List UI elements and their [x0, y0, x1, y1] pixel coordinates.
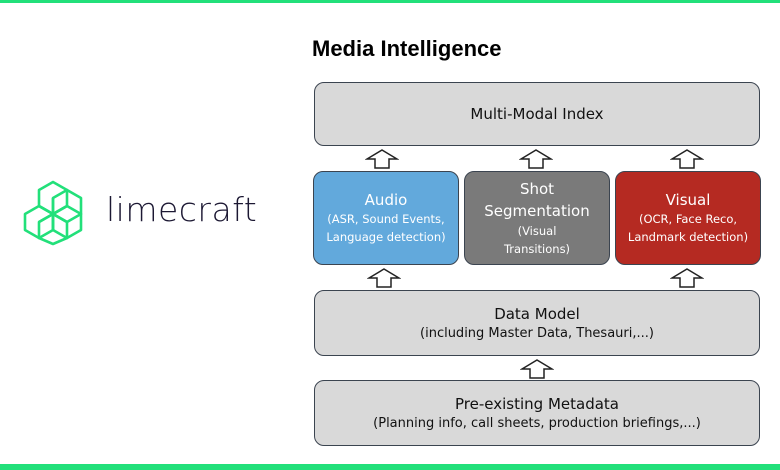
multi-modal-index-box: Multi-Modal Index [314, 82, 760, 146]
up-arrow-icon [367, 268, 401, 288]
audio-title: Audio [364, 191, 408, 209]
pre-existing-metadata-subtitle: (Planning info, call sheets, production … [373, 415, 701, 431]
hexagon-cube-logo-icon [23, 180, 83, 246]
audio-subtitle: (ASR, Sound Events, Language detection) [326, 212, 446, 244]
up-arrow-icon [520, 359, 554, 379]
audio-module-box: Audio (ASR, Sound Events, Language detec… [313, 171, 459, 265]
top-accent-bar [0, 0, 780, 3]
visual-module-box: Visual (OCR, Face Reco, Landmark detecti… [615, 171, 761, 265]
visual-subtitle: (OCR, Face Reco, Landmark detection) [627, 212, 749, 244]
up-arrow-icon [365, 149, 399, 169]
brand-name: limecraft [106, 190, 258, 229]
bottom-accent-bar [0, 464, 780, 470]
pre-existing-metadata-title: Pre-existing Metadata [455, 394, 619, 413]
diagram-title: Media Intelligence [312, 36, 502, 61]
shot-segmentation-subtitle: (Visual Transitions) [503, 224, 571, 256]
up-arrow-icon [670, 149, 704, 169]
shot-segmentation-module-box: Shot Segmentation (Visual Transitions) [464, 171, 610, 265]
up-arrow-icon [519, 149, 553, 169]
multi-modal-index-label: Multi-Modal Index [470, 105, 604, 123]
data-model-title: Data Model [494, 304, 580, 323]
visual-title: Visual [665, 191, 711, 209]
pre-existing-metadata-box: Pre-existing Metadata (Planning info, ca… [314, 380, 760, 446]
data-model-box: Data Model (including Master Data, Thesa… [314, 290, 760, 356]
shot-segmentation-title: Shot Segmentation [484, 180, 590, 220]
up-arrow-icon [670, 268, 704, 288]
data-model-subtitle: (including Master Data, Thesauri,...) [420, 325, 654, 341]
